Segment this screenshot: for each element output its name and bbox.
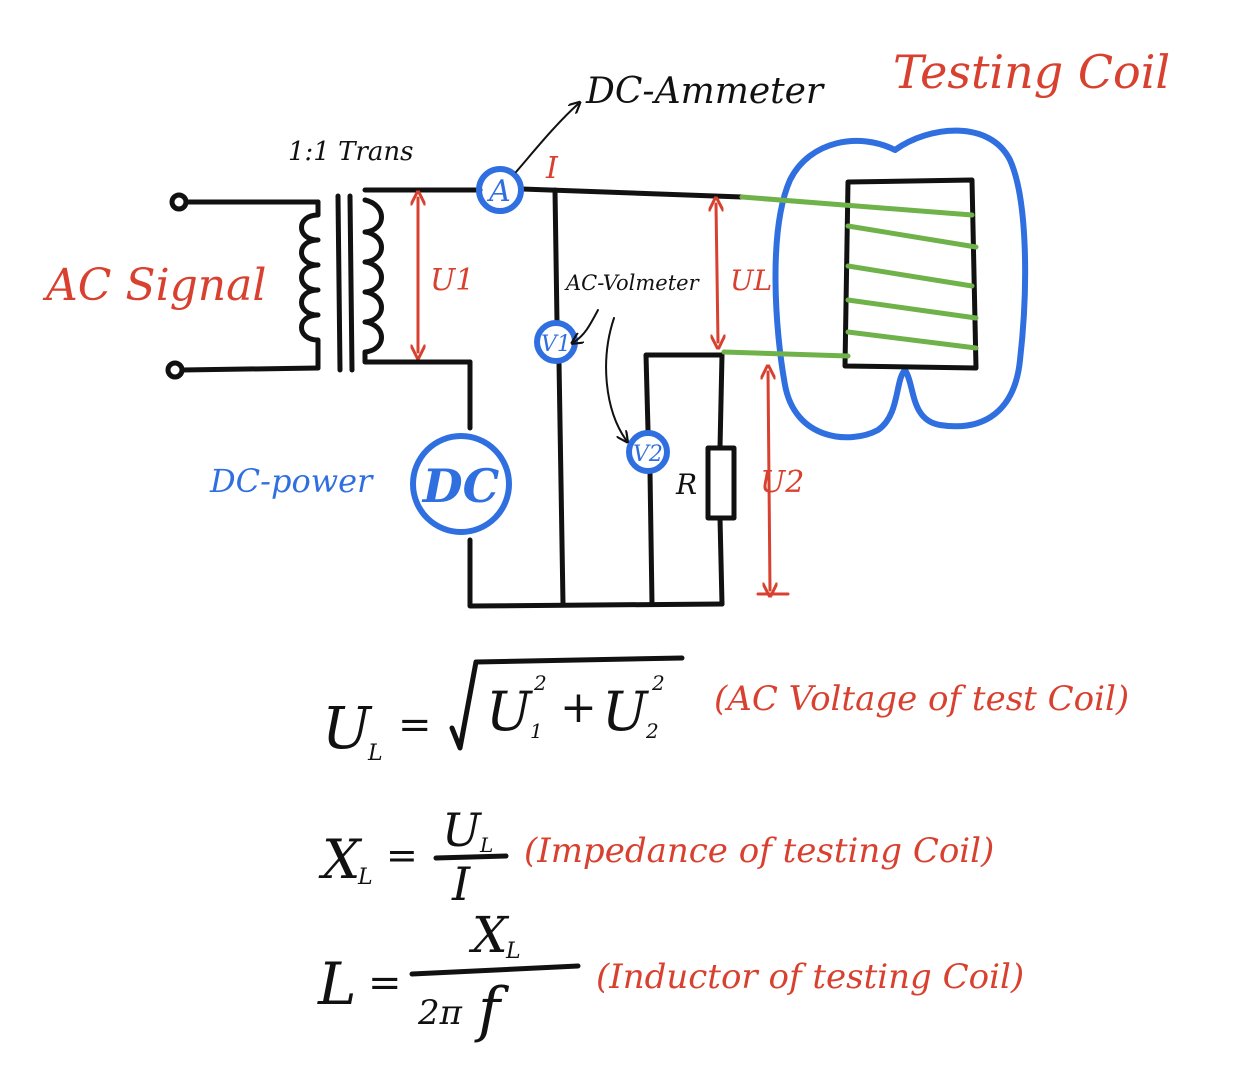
svg-text:L: L	[505, 939, 521, 964]
testing-coil-label: Testing Coil	[893, 45, 1170, 99]
circuit-wires	[467, 186, 745, 609]
svg-text:X: X	[318, 828, 363, 891]
ac-voltmeter-label: AC-Volmeter	[564, 271, 701, 295]
dc-power-label: DC-power	[209, 462, 374, 500]
resistor	[705, 445, 737, 521]
ul-label: UL	[730, 264, 772, 297]
svg-text:=: =	[368, 960, 402, 1006]
svg-text:2: 2	[651, 671, 665, 695]
v2-symbol: V2	[633, 442, 663, 467]
svg-text:f: f	[474, 975, 510, 1045]
testing-coil	[721, 127, 1029, 441]
annotation-pointers	[515, 104, 626, 440]
svg-text:2: 2	[533, 671, 547, 695]
svg-text:U: U	[602, 680, 649, 743]
u1-label: U1	[430, 263, 474, 298]
eq2-note: (Impedance of testing Coil)	[524, 831, 994, 871]
svg-text:U: U	[322, 694, 373, 762]
dc-ammeter: A	[476, 166, 524, 214]
transformer-label: 1:1 Trans	[288, 137, 413, 167]
ac-signal-label: AC Signal	[42, 260, 266, 311]
transformer-secondary-winding	[362, 187, 473, 365]
svg-text:+: +	[560, 682, 597, 733]
dc-power-source: DC	[410, 433, 512, 535]
svg-text:L: L	[317, 950, 357, 1018]
equation-ac-voltage: U L = U 1 2 + U 2 2 (AC Voltage of test …	[322, 655, 1129, 766]
svg-text:U: U	[486, 680, 533, 743]
ammeter-symbol: A	[486, 174, 511, 209]
svg-text:X: X	[468, 906, 510, 964]
voltage-arrows	[418, 198, 790, 594]
svg-text:2: 2	[645, 719, 659, 743]
v1-symbol: V1	[541, 332, 571, 357]
current-label: I	[545, 151, 559, 186]
equation-inductance: L = X L 2π f (Inductor of testing Coil)	[317, 906, 1024, 1045]
voltmeter-v2: V2	[626, 430, 670, 474]
resistor-label: R	[675, 468, 697, 501]
voltmeter-v1: V1	[534, 320, 578, 364]
dc-symbol: DC	[421, 459, 500, 513]
svg-text:2π: 2π	[417, 993, 463, 1033]
equation-impedance: X L = U L I (Impedance of testing Coil)	[318, 803, 994, 911]
svg-text:1: 1	[530, 719, 543, 743]
svg-text:U: U	[442, 803, 483, 857]
dc-ammeter-label: DC-Ammeter	[585, 71, 825, 112]
svg-text:L: L	[357, 865, 373, 890]
ac-input-terminals	[165, 192, 321, 380]
svg-text:I: I	[451, 857, 471, 911]
eq1-note: (AC Voltage of test Coil)	[714, 679, 1129, 719]
eq3-note: (Inductor of testing Coil)	[596, 957, 1024, 997]
transformer-primary-winding	[299, 199, 321, 371]
transformer-core	[335, 193, 355, 373]
svg-text:L: L	[367, 741, 383, 766]
u2-label: U2	[760, 465, 804, 500]
svg-text:=: =	[398, 702, 432, 748]
svg-text:=: =	[386, 833, 418, 877]
svg-text:L: L	[479, 833, 493, 857]
